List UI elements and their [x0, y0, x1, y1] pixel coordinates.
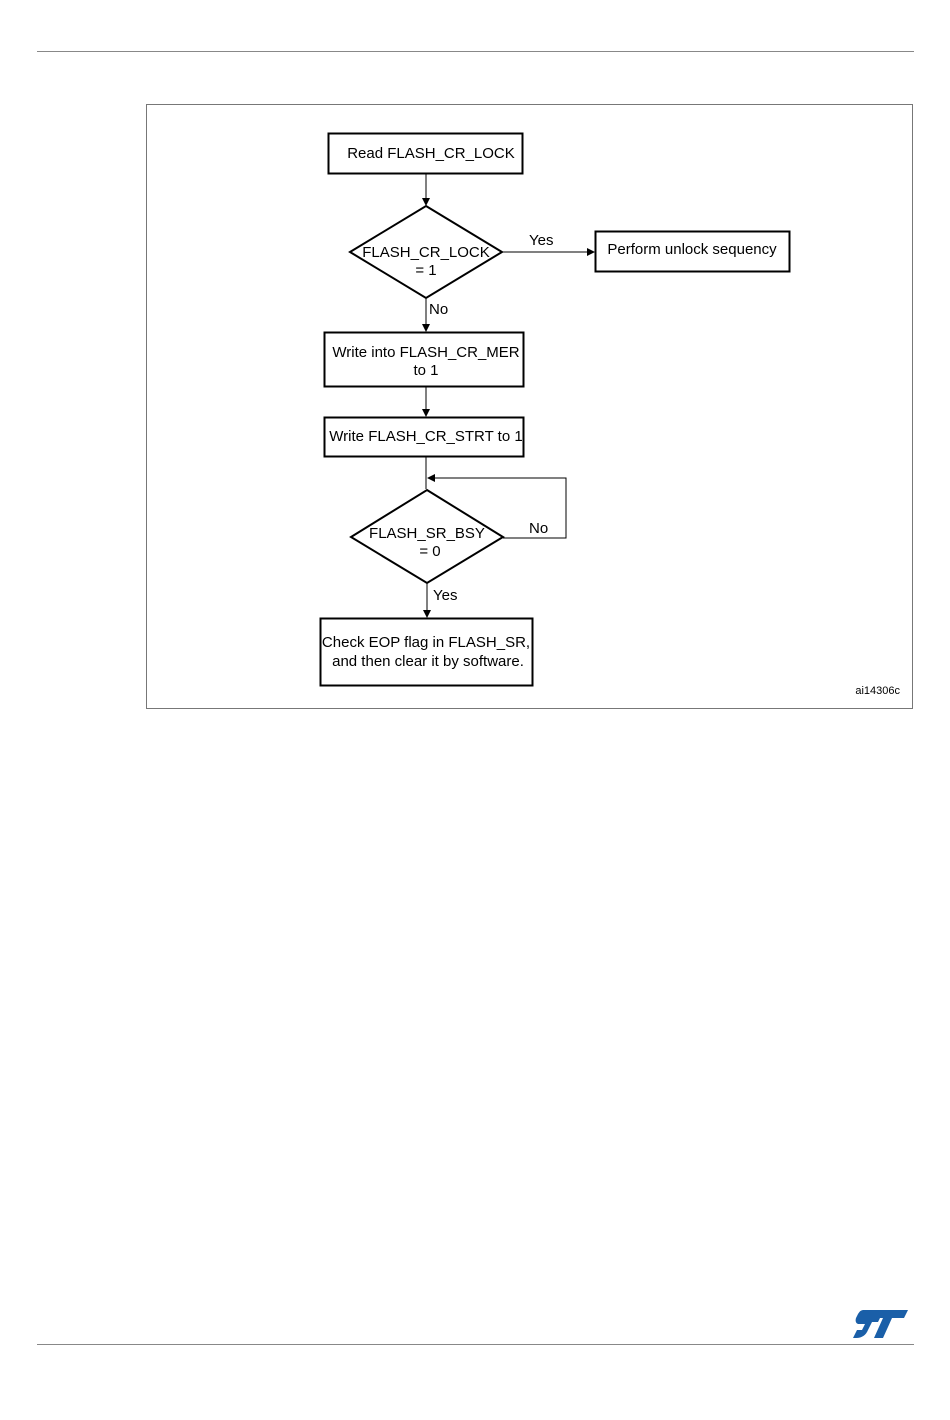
bsy-decision-label-line1: FLASH_SR_BSY [369, 525, 485, 542]
bsy-no-label: No [529, 520, 548, 537]
check-eop-label-line2: and then clear it by software. [332, 653, 524, 670]
figure-ref: ai14306c [855, 685, 900, 697]
unlock-label: Perform unlock sequency [607, 241, 777, 258]
bsy-decision-label-line2: = 0 [419, 543, 440, 560]
st-logo-icon [852, 1308, 910, 1340]
lock-yes-label: Yes [529, 232, 553, 249]
lock-decision-label-line1: FLASH_CR_LOCK [362, 244, 490, 261]
check-eop-label-line1: Check EOP flag in FLASH_SR, [322, 634, 530, 651]
write-strt-label: Write FLASH_CR_STRT to 1 [329, 428, 522, 445]
bsy-yes-label: Yes [433, 587, 457, 604]
footer-rule [37, 1344, 914, 1345]
lock-no-label: No [429, 301, 448, 318]
write-mer-label-line2: to 1 [413, 362, 438, 379]
read-lock-label: Read FLASH_CR_LOCK [347, 145, 515, 162]
check-eop-box [321, 619, 533, 686]
write-mer-label-line1: Write into FLASH_CR_MER [332, 344, 519, 361]
lock-decision-label-line2: = 1 [415, 262, 436, 279]
